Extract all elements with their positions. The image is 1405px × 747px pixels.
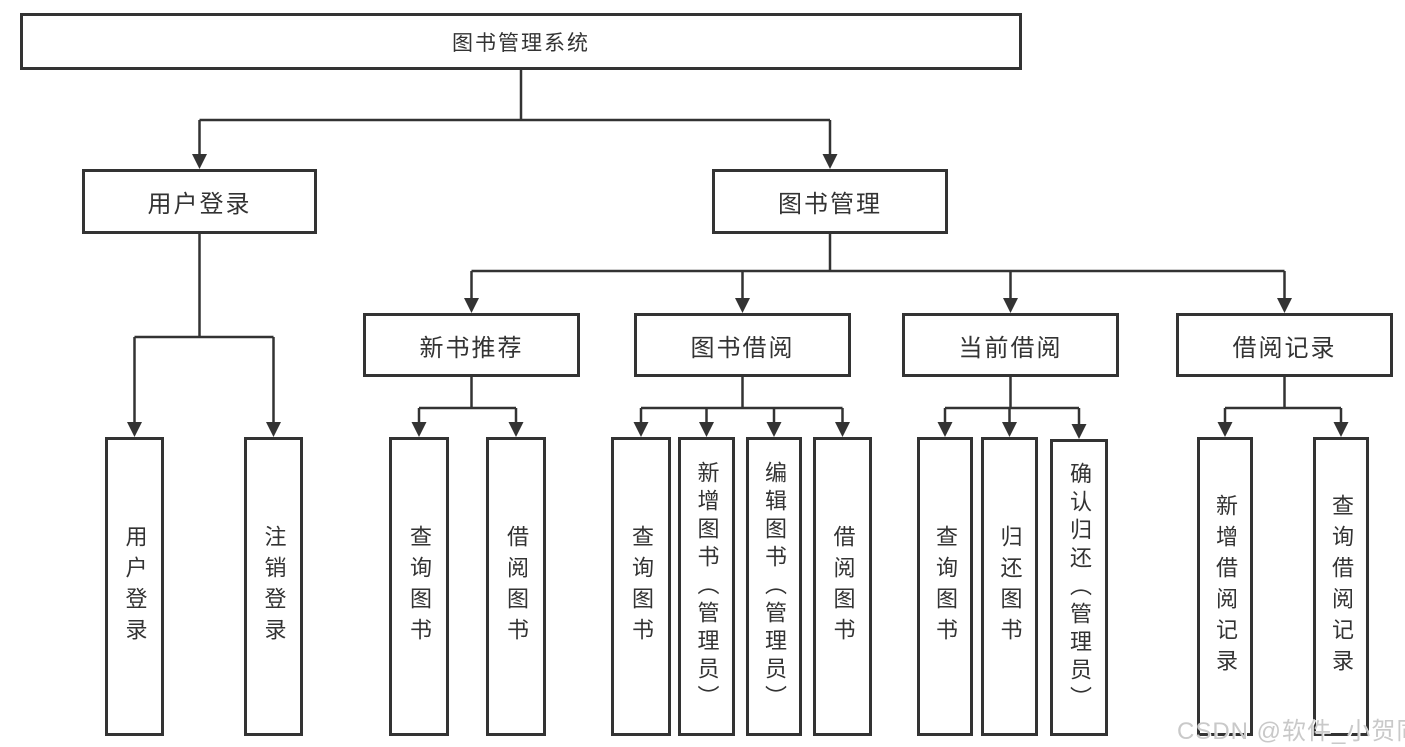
leaf-nbr-borrow-books: 借阅图书	[486, 437, 546, 736]
leaf-bb-add-books-admin: 新增图书（管理员）	[678, 437, 735, 736]
node-book-borrow: 图书借阅	[634, 313, 851, 377]
node-borrow-records: 借阅记录	[1176, 313, 1393, 377]
watermark: CSDN @软件_小贺同学	[1177, 718, 1405, 745]
node-current-borrow: 当前借阅	[902, 313, 1119, 377]
node-book-management: 图书管理	[712, 169, 948, 234]
leaf-bb-query-books: 查询图书	[611, 437, 671, 736]
leaf-cb-confirm-return-admin: 确认归还（管理员）	[1050, 439, 1108, 736]
leaf-nbr-query-books: 查询图书	[389, 437, 449, 736]
node-root: 图书管理系统	[20, 13, 1022, 70]
leaf-bb-edit-books-admin: 编辑图书（管理员）	[746, 437, 802, 736]
leaf-cb-query-books: 查询图书	[917, 437, 973, 736]
leaf-br-query-record: 查询借阅记录	[1313, 437, 1369, 736]
node-new-book-recommend: 新书推荐	[363, 313, 580, 377]
leaf-cb-return-books: 归还图书	[981, 437, 1038, 736]
leaf-bb-borrow-books: 借阅图书	[813, 437, 872, 736]
arrowheads	[127, 154, 1349, 439]
leaf-logout: 注销登录	[244, 437, 303, 736]
leaf-user-login: 用户登录	[105, 437, 164, 736]
leaf-br-add-record: 新增借阅记录	[1197, 437, 1253, 736]
node-user-login: 用户登录	[82, 169, 317, 234]
